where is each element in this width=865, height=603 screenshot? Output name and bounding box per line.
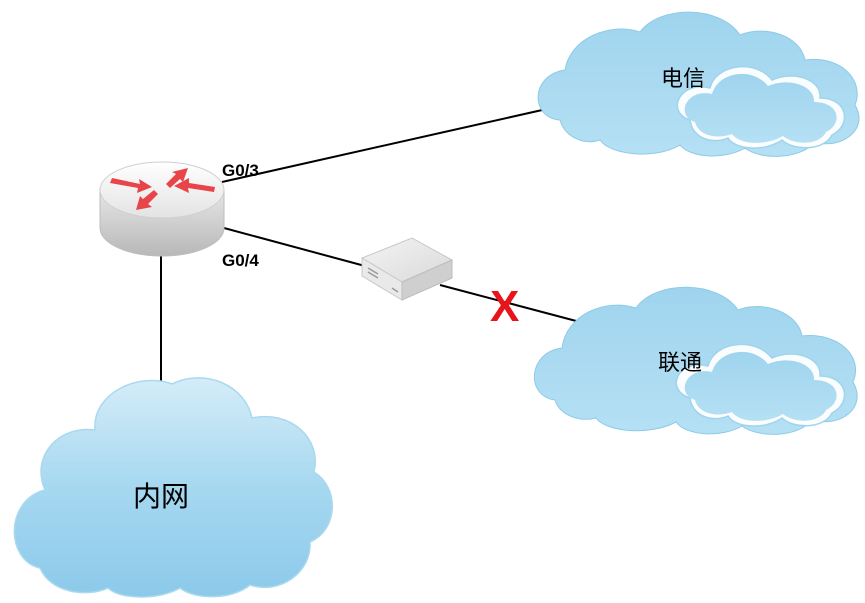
port-label-g04: G0/4 (222, 251, 259, 270)
link-appliance-unicom (439, 284, 581, 323)
cloud-telecom[interactable]: 电信 (537, 11, 860, 157)
link-router-telecom (221, 105, 561, 183)
cloud-icon (537, 11, 860, 157)
router-icon (99, 161, 225, 257)
links (160, 105, 581, 382)
cloud-intranet[interactable]: 内网 (13, 377, 334, 598)
cloud-label-unicom: 联通 (658, 351, 702, 376)
cloud-label-intranet: 内网 (133, 480, 189, 513)
cloud-unicom[interactable]: 联通 (533, 286, 858, 435)
link-failure-mark: X (490, 282, 519, 331)
port-label-g03: G0/3 (222, 161, 259, 180)
router[interactable] (99, 161, 225, 257)
cloud-icon (13, 377, 334, 598)
cloud-label-telecom: 电信 (661, 67, 705, 92)
firewall-appliance-icon (360, 237, 454, 301)
cloud-icon (533, 286, 858, 435)
appliance-device[interactable] (360, 237, 454, 301)
link-router-appliance (223, 227, 366, 267)
